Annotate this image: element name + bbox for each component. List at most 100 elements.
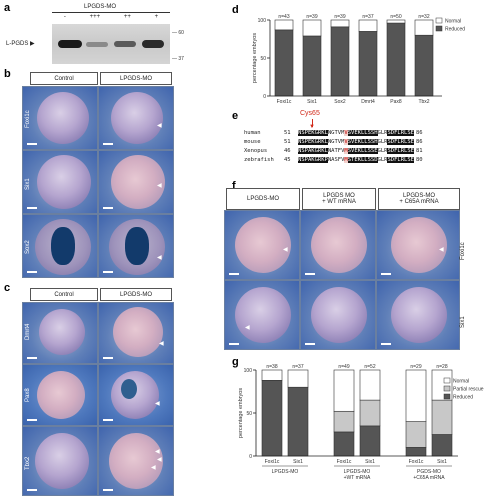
x-tick-label: Dmrt4 [361, 99, 375, 105]
bar-segment [405, 421, 427, 448]
residue: V [337, 139, 342, 145]
residue: S [347, 139, 351, 145]
cys65-annotation: Cys65 [300, 110, 320, 117]
residue: N [298, 139, 302, 145]
bar-segment [359, 369, 381, 401]
x-tick-label: Pax8 [390, 99, 402, 105]
bar-segment [330, 19, 350, 28]
n-label: n=39 [334, 14, 345, 20]
bar-segment [386, 19, 406, 24]
legend-label: Normal [445, 19, 461, 25]
photo-c-control-dmrt4 [22, 302, 98, 364]
residue: L [380, 130, 385, 136]
blot-header-line [52, 12, 170, 13]
embryo [37, 92, 89, 144]
row-label-b-0: Foxi1c [25, 110, 31, 128]
mw-marker-37: — 37 [172, 56, 184, 62]
residue: D [390, 157, 395, 163]
mw-marker: 37 [178, 56, 184, 62]
photo-c-mo-tbx2: ◀ ◀ ◀ [98, 426, 174, 496]
residue: V [351, 148, 355, 154]
arrowhead-icon: ◀ [155, 449, 160, 455]
residue: S [347, 157, 351, 163]
seq-start: 46 [284, 148, 291, 154]
sequence: NSPEKGRKLNGTVMVSVEKLLSSHGLRSDFLRLSE [298, 139, 414, 145]
legend-label: Reduced [445, 27, 465, 33]
species-name: zebrafish [244, 157, 274, 163]
y-tick-label: 0 [249, 454, 252, 460]
residue: G [331, 130, 335, 136]
embryo [311, 287, 367, 343]
residue: V [341, 157, 345, 163]
residue: F [337, 148, 342, 154]
residue: L [397, 130, 401, 136]
residue: L [364, 130, 368, 136]
x-tick-label: Foxi1c [409, 459, 424, 465]
residue: S [301, 157, 305, 163]
scale-bar [381, 273, 391, 275]
blot-band [58, 40, 82, 48]
residue: H [374, 130, 378, 136]
panel-label-g: g [232, 356, 239, 368]
residue: V [351, 139, 355, 145]
residue: L [360, 139, 365, 145]
residue: L [324, 130, 328, 136]
residue: S [347, 148, 351, 154]
x-tick-label: Six1 [365, 459, 375, 465]
photo-f-wt-foxi1c [300, 210, 376, 280]
group-label: PGDS-MO [417, 469, 441, 475]
seq-end: 81 [415, 148, 423, 154]
residue: N [327, 130, 332, 136]
residue: L [364, 139, 368, 145]
residue: E [307, 130, 312, 136]
residue: S [407, 148, 411, 154]
seq-end: 80 [415, 157, 423, 163]
bar-segment [287, 386, 309, 457]
residue: R [400, 130, 404, 136]
residue: H [374, 139, 378, 145]
residue: K [321, 139, 325, 145]
embryo [111, 155, 165, 209]
bar-segment [274, 29, 294, 97]
photo-b-mo-foxi1c: ◀ [98, 86, 174, 150]
bar-segment [414, 34, 434, 97]
embryo [235, 217, 291, 273]
photo-f-wt-six1 [300, 280, 376, 350]
arrowhead-icon: ◀ [155, 401, 160, 407]
blot-band [86, 42, 108, 47]
bar-segment [302, 19, 322, 37]
sequence: NSPEKGRKLNGTVMVSVEKLLSSHGLRSDFLRLSE [298, 130, 414, 136]
residue: S [407, 157, 411, 163]
x-tick-label: Tbx2 [418, 99, 429, 105]
arrowhead-icon: ◀ [439, 247, 444, 253]
photo-c-control-tbx2 [22, 426, 98, 496]
bar-segment [386, 22, 406, 97]
residue: L [380, 148, 385, 154]
residue: R [317, 148, 322, 154]
residue: V [351, 130, 355, 136]
bar-segment [431, 369, 453, 401]
scale-bar [27, 489, 37, 491]
residue: K [311, 157, 315, 163]
group-label: LPGDS-MO [344, 469, 371, 475]
seq-end: 86 [415, 139, 423, 145]
legend-label: Normal [453, 379, 469, 385]
x-tick-label: Six1 [437, 459, 447, 465]
residue: A [307, 157, 312, 163]
stain-pattern [125, 227, 149, 265]
residue: S [407, 130, 411, 136]
group-label: LPGDS-MO [272, 469, 299, 475]
photo-b-mo-sox2: ◀ [98, 214, 174, 278]
residue: A [331, 148, 335, 154]
y-axis-label: percentage embryos [252, 33, 258, 83]
photo-b-control-sox2 [22, 214, 98, 278]
residue: K [357, 139, 361, 145]
legend-swatch [435, 25, 443, 32]
embryo [113, 307, 163, 357]
row-label-c-1: Pax8 [25, 388, 31, 402]
residue: G [314, 148, 318, 154]
arrowhead-icon: ◀ [157, 457, 162, 463]
scale-bar [305, 273, 315, 275]
